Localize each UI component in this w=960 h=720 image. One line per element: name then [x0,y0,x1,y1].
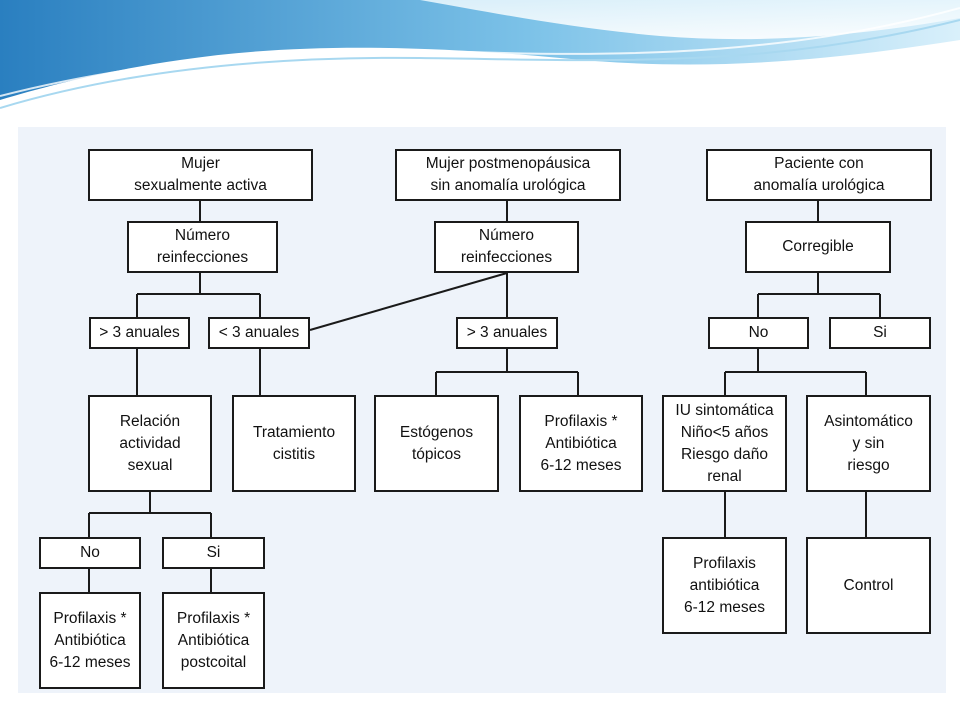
node-paciente: Paciente con anomalía urológica [706,149,932,201]
node-mas3-1: > 3 anuales [89,317,190,349]
node-corregible: Corregible [745,221,891,273]
node-relacion: Relación actividad sexual [88,395,212,492]
node-menos3: < 3 anuales [208,317,310,349]
node-no-1: No [39,537,141,569]
node-tratamiento: Tratamiento cistitis [232,395,356,492]
node-profilaxis-2: Profilaxis * Antibiótica postcoital [162,592,265,689]
node-asintomatico: Asintomático y sin riesgo [806,395,931,492]
node-num-reinf-2: Número reinfecciones [434,221,579,273]
node-mujer-activa: Mujer sexualmente activa [88,149,313,201]
node-si-1: Si [162,537,265,569]
node-num-reinf-1: Número reinfecciones [127,221,278,273]
node-profilaxis-3: Profilaxis * Antibiótica 6-12 meses [519,395,643,492]
node-mujer-post: Mujer postmenopáusica sin anomalía uroló… [395,149,621,201]
connector-line [309,272,508,331]
node-control: Control [806,537,931,634]
node-no-2: No [708,317,809,349]
node-profilaxis-1: Profilaxis * Antibiótica 6-12 meses [39,592,141,689]
node-mas3-2: > 3 anuales [456,317,558,349]
node-si-2: Si [829,317,931,349]
decorative-wave-banner [0,0,960,109]
node-iu: IU sintomática Niño<5 años Riesgo daño r… [662,395,787,492]
node-estogenos: Estógenos tópicos [374,395,499,492]
node-profilaxis-4: Profilaxis antibiótica 6-12 meses [662,537,787,634]
